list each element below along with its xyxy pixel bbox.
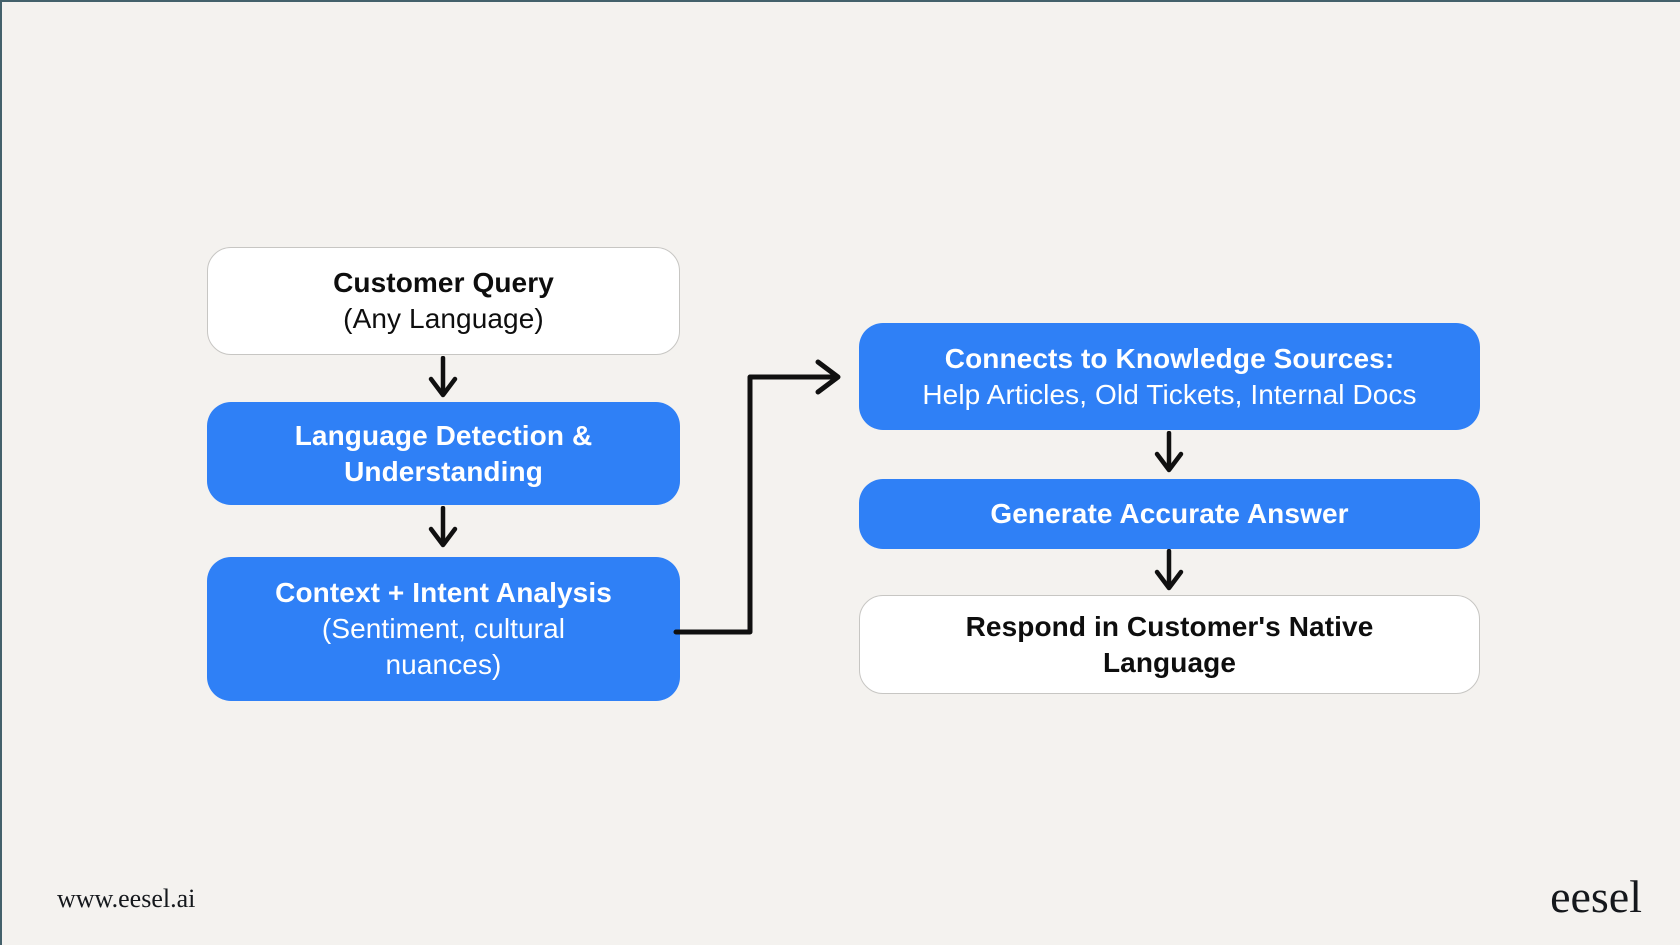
flow-node-generate-answer: Generate Accurate Answer — [859, 479, 1480, 549]
down-arrow-4 — [1147, 548, 1191, 600]
node-title: Customer Query — [333, 267, 554, 298]
footer-website-url: www.eesel.ai — [57, 884, 196, 913]
node-title: Connects to Knowledge Sources: — [944, 342, 1395, 374]
node-subtitle-line2: nuances) — [385, 649, 502, 680]
flow-node-language-detection: Language Detection & Understanding — [207, 402, 680, 505]
eesel-brand-wordmark: eesel — [1550, 871, 1642, 922]
node-subtitle: (Sentiment, cultural — [321, 613, 566, 644]
node-title: Generate Accurate Answer — [990, 498, 1349, 529]
flow-node-knowledge-sources: Connects to Knowledge Sources: Help Arti… — [859, 323, 1480, 430]
node-title: Context + Intent Analysis — [275, 577, 612, 608]
flow-node-context-intent-analysis: Context + Intent Analysis (Sentiment, cu… — [207, 557, 680, 701]
node-title: Language Detection & — [294, 419, 593, 451]
elbow-connector-arrow — [662, 355, 857, 652]
down-arrow-icon — [428, 355, 458, 398]
down-arrow-icon — [428, 505, 458, 548]
down-arrow-icon — [1154, 548, 1184, 591]
down-arrow-2 — [421, 505, 465, 557]
node-title-line2: Understanding — [344, 455, 543, 487]
down-arrow-3 — [1147, 430, 1191, 482]
down-arrow-1 — [421, 355, 465, 407]
down-arrow-icon — [1154, 430, 1184, 473]
node-title: Respond in Customer's Native — [965, 610, 1374, 642]
elbow-arrow-icon — [673, 359, 841, 635]
flow-node-respond-native-language: Respond in Customer's Native Language — [859, 595, 1480, 694]
flow-node-customer-query: Customer Query (Any Language) — [207, 247, 680, 355]
node-subtitle: (Any Language) — [343, 303, 544, 334]
node-title-line2: Language — [1102, 646, 1237, 678]
node-subtitle: Help Articles, Old Tickets, Internal Doc… — [922, 378, 1417, 410]
